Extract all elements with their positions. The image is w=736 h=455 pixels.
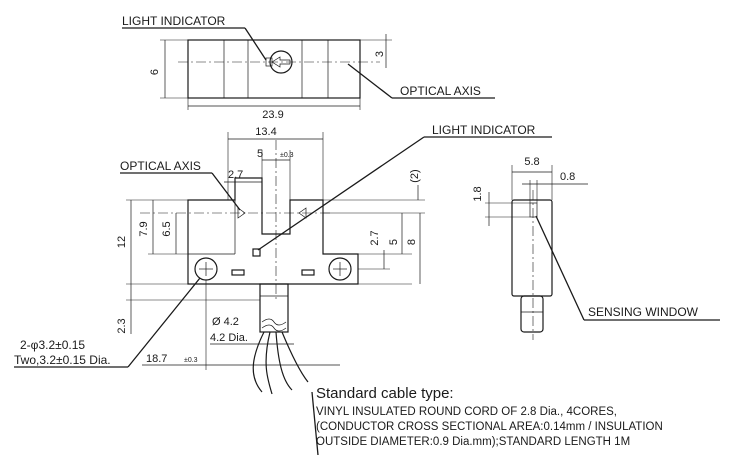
arrow-icon	[271, 56, 291, 68]
callout-light-indicator-top: LIGHT INDICATOR	[122, 14, 226, 28]
top-view: 6 3 23.9 LIGHT INDICATOR OPTICAL AXIS	[122, 14, 495, 121]
side-view-window	[529, 202, 538, 218]
dim-right-8: 8	[406, 239, 418, 245]
dim-slot-width: 13.4	[255, 126, 276, 138]
dim-top-axis-offset: 3	[374, 51, 386, 57]
hole-spec-symbol: 2-φ3.2±0.15	[20, 338, 85, 352]
dim-slot-gap-tol: ±0.3	[280, 152, 294, 159]
dim-right-5: 5	[388, 239, 400, 245]
dim-slot-gap: 5	[257, 148, 263, 160]
cable-note-line-2: (CONDUCTOR CROSS SECTIONAL AREA:0.14mm /…	[316, 421, 663, 433]
top-view-indicator-circle	[269, 50, 293, 74]
dim-side-height: 1.8	[472, 186, 484, 201]
mounting-hole-right	[328, 257, 352, 281]
side-view-cable	[520, 295, 544, 333]
cable-note-line-3: OUTSIDE DIAMETER:0.9 Dia.mm);STANDARD LE…	[316, 436, 630, 448]
top-view-body	[187, 39, 361, 99]
front-view-body	[187, 177, 359, 285]
callout-optical-axis-front: OPTICAL AXIS	[120, 159, 201, 173]
callout-optical-axis-top: OPTICAL AXIS	[400, 84, 481, 98]
front-view: 13.4 5 ±0.3 2.7 (2) 12 7.9 6.5 2.7 5 8	[14, 123, 552, 395]
cable-note-line-1: VINYL INSULATED ROUND CORD OF 2.8 Dia., …	[316, 406, 617, 418]
cable-wires	[252, 331, 309, 395]
dim-right-27: 2.7	[369, 230, 381, 245]
dim-top-length: 23.9	[262, 109, 283, 121]
dim-slot-upper: (2)	[409, 169, 421, 182]
dim-side-width: 5.8	[524, 156, 539, 168]
cable-note: Standard cable type: VINYL INSULATED ROU…	[311, 385, 663, 455]
cable-sleeve	[259, 283, 289, 333]
dim-mount-23: 2.3	[116, 318, 128, 333]
side-view: 5.8 0.8 1.8 SENSING WINDOW	[472, 156, 720, 340]
dim-slot-offset: 2.7	[228, 169, 243, 181]
dim-hole-spacing: 18.7	[146, 353, 167, 365]
cable-note-title: Standard cable type:	[316, 385, 454, 402]
callout-sensing-window: SENSING WINDOW	[588, 305, 699, 319]
dim-side-window: 0.8	[560, 171, 575, 183]
front-view-indicator	[252, 248, 261, 257]
dim-cable-dia-text: 4.2 Dia.	[210, 332, 248, 344]
dim-top-height: 6	[149, 69, 161, 75]
dim-overall-height: 12	[116, 236, 128, 248]
dim-axis-height: 6.5	[161, 221, 173, 236]
callout-light-indicator-front: LIGHT INDICATOR	[432, 123, 536, 137]
dim-cable-dia-symbol: Ø 4.2	[212, 316, 239, 328]
dim-arm-height: 7.9	[138, 221, 150, 236]
dim-hole-spacing-tol: ±0.3	[184, 357, 198, 364]
hole-spec-text: Two,3.2±0.15 Dia.	[14, 353, 111, 367]
side-view-body	[511, 199, 553, 297]
